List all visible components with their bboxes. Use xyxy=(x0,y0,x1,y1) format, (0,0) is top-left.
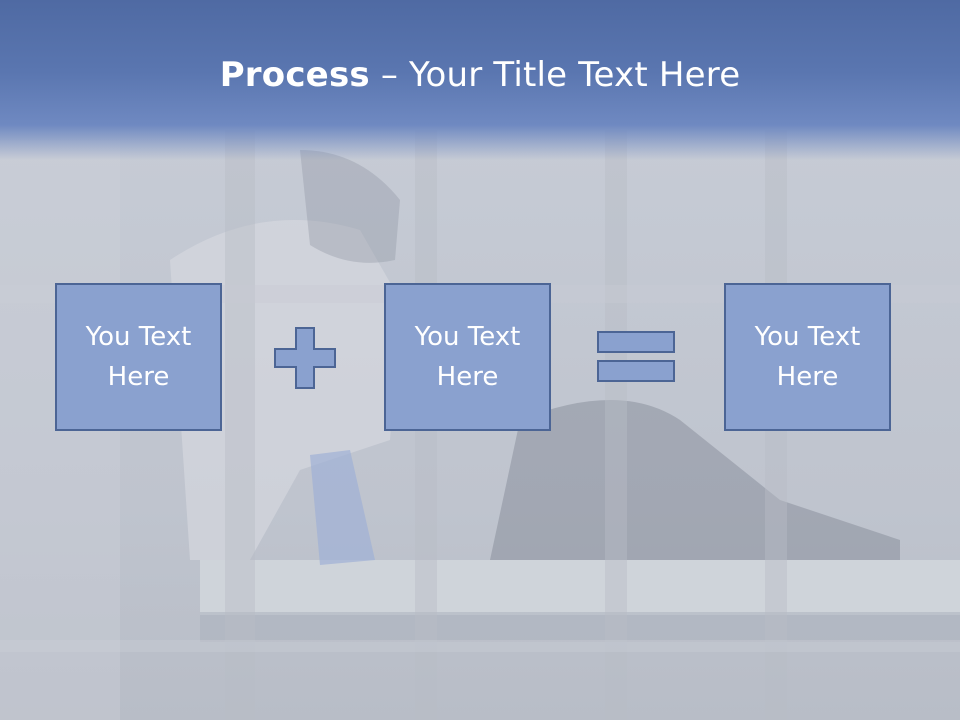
title-bold: Process xyxy=(219,55,370,95)
title-rest: – Your Title Text Here xyxy=(369,55,741,95)
text-box-1-line2: Here xyxy=(107,362,170,392)
text-box-3-line2: Here xyxy=(776,362,839,392)
plus-icon xyxy=(274,327,336,389)
header-band xyxy=(0,0,960,160)
text-box-2[interactable]: You Text Here xyxy=(384,283,551,431)
equals-icon xyxy=(597,331,675,382)
text-box-2-line1: You Text xyxy=(414,322,521,352)
text-box-3[interactable]: You Text Here xyxy=(724,283,891,431)
text-box-1-line1: You Text xyxy=(85,322,192,352)
slide-title: Process – Your Title Text Here xyxy=(0,52,960,98)
text-box-3-line1: You Text xyxy=(754,322,861,352)
text-box-1[interactable]: You Text Here xyxy=(55,283,222,431)
text-box-2-line2: Here xyxy=(436,362,499,392)
